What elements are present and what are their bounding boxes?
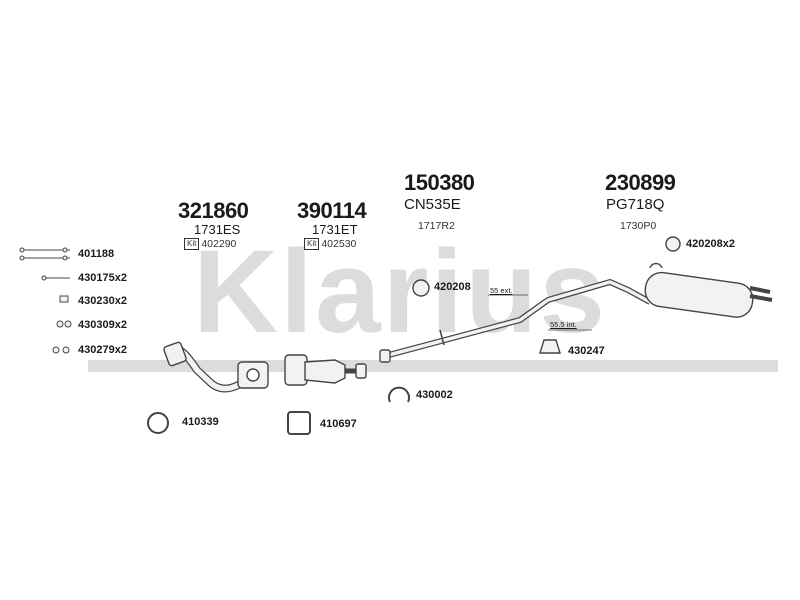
gasket-410697-icon xyxy=(287,411,311,435)
sub-ref-3: 1717R2 xyxy=(418,220,455,232)
hardware-label-420208x2: 420208x2 xyxy=(686,238,735,250)
kit-badge: Kit xyxy=(184,238,200,250)
hardware-label-410339: 410339 xyxy=(182,416,219,428)
hardware-label-430175x2: 430175x2 xyxy=(78,272,127,284)
part-ref-2: 1731ET xyxy=(312,222,358,237)
hardware-label-401188: 401188 xyxy=(78,248,115,260)
hardware-label-430002: 430002 xyxy=(416,389,453,401)
part-number-4: 230899 xyxy=(605,170,676,195)
hardware-label-430230x2: 430230x2 xyxy=(78,295,127,307)
part-ref-1: 1731ES xyxy=(194,222,241,237)
kit-badge: Kit xyxy=(304,238,320,250)
front-pipe-part xyxy=(163,341,269,393)
gasket-410339-icon xyxy=(147,412,169,434)
hardware-label-430279x2: 430279x2 xyxy=(78,344,127,356)
measurement-ext: 55 ext. xyxy=(490,286,513,295)
hardware-bolts-icon xyxy=(19,247,72,354)
mount-420208x2-icon xyxy=(665,236,681,252)
clamp-430002-icon xyxy=(388,386,410,403)
kit-2: Kit 402530 xyxy=(304,238,356,250)
part-number-2: 390114 xyxy=(297,198,367,223)
part-number-1: 321860 xyxy=(178,198,249,223)
bracket-430247-icon xyxy=(539,339,561,354)
part-number-3: 150380 xyxy=(404,170,475,195)
middle-pipe-part xyxy=(379,278,652,363)
kit-number-2: 402530 xyxy=(321,238,357,250)
rear-silencer-part xyxy=(644,262,773,318)
hardware-label-420208: 420208 xyxy=(434,281,471,293)
hardware-label-430247: 430247 xyxy=(568,345,605,357)
kit-number-1: 402290 xyxy=(201,238,237,250)
part-ref-3: CN535E xyxy=(404,196,461,213)
measurement-int: 55.5 int. xyxy=(550,320,577,329)
hardware-label-410697: 410697 xyxy=(320,418,357,430)
part-ref-4: PG718Q xyxy=(606,196,665,213)
sub-ref-4: 1730P0 xyxy=(620,220,657,232)
mount-420208-icon xyxy=(412,279,430,297)
catalyst-part xyxy=(284,354,367,386)
kit-1: Kit 402290 xyxy=(184,238,236,250)
hardware-label-430309x2: 430309x2 xyxy=(78,319,127,331)
watermark-text: Klarius xyxy=(193,226,607,358)
